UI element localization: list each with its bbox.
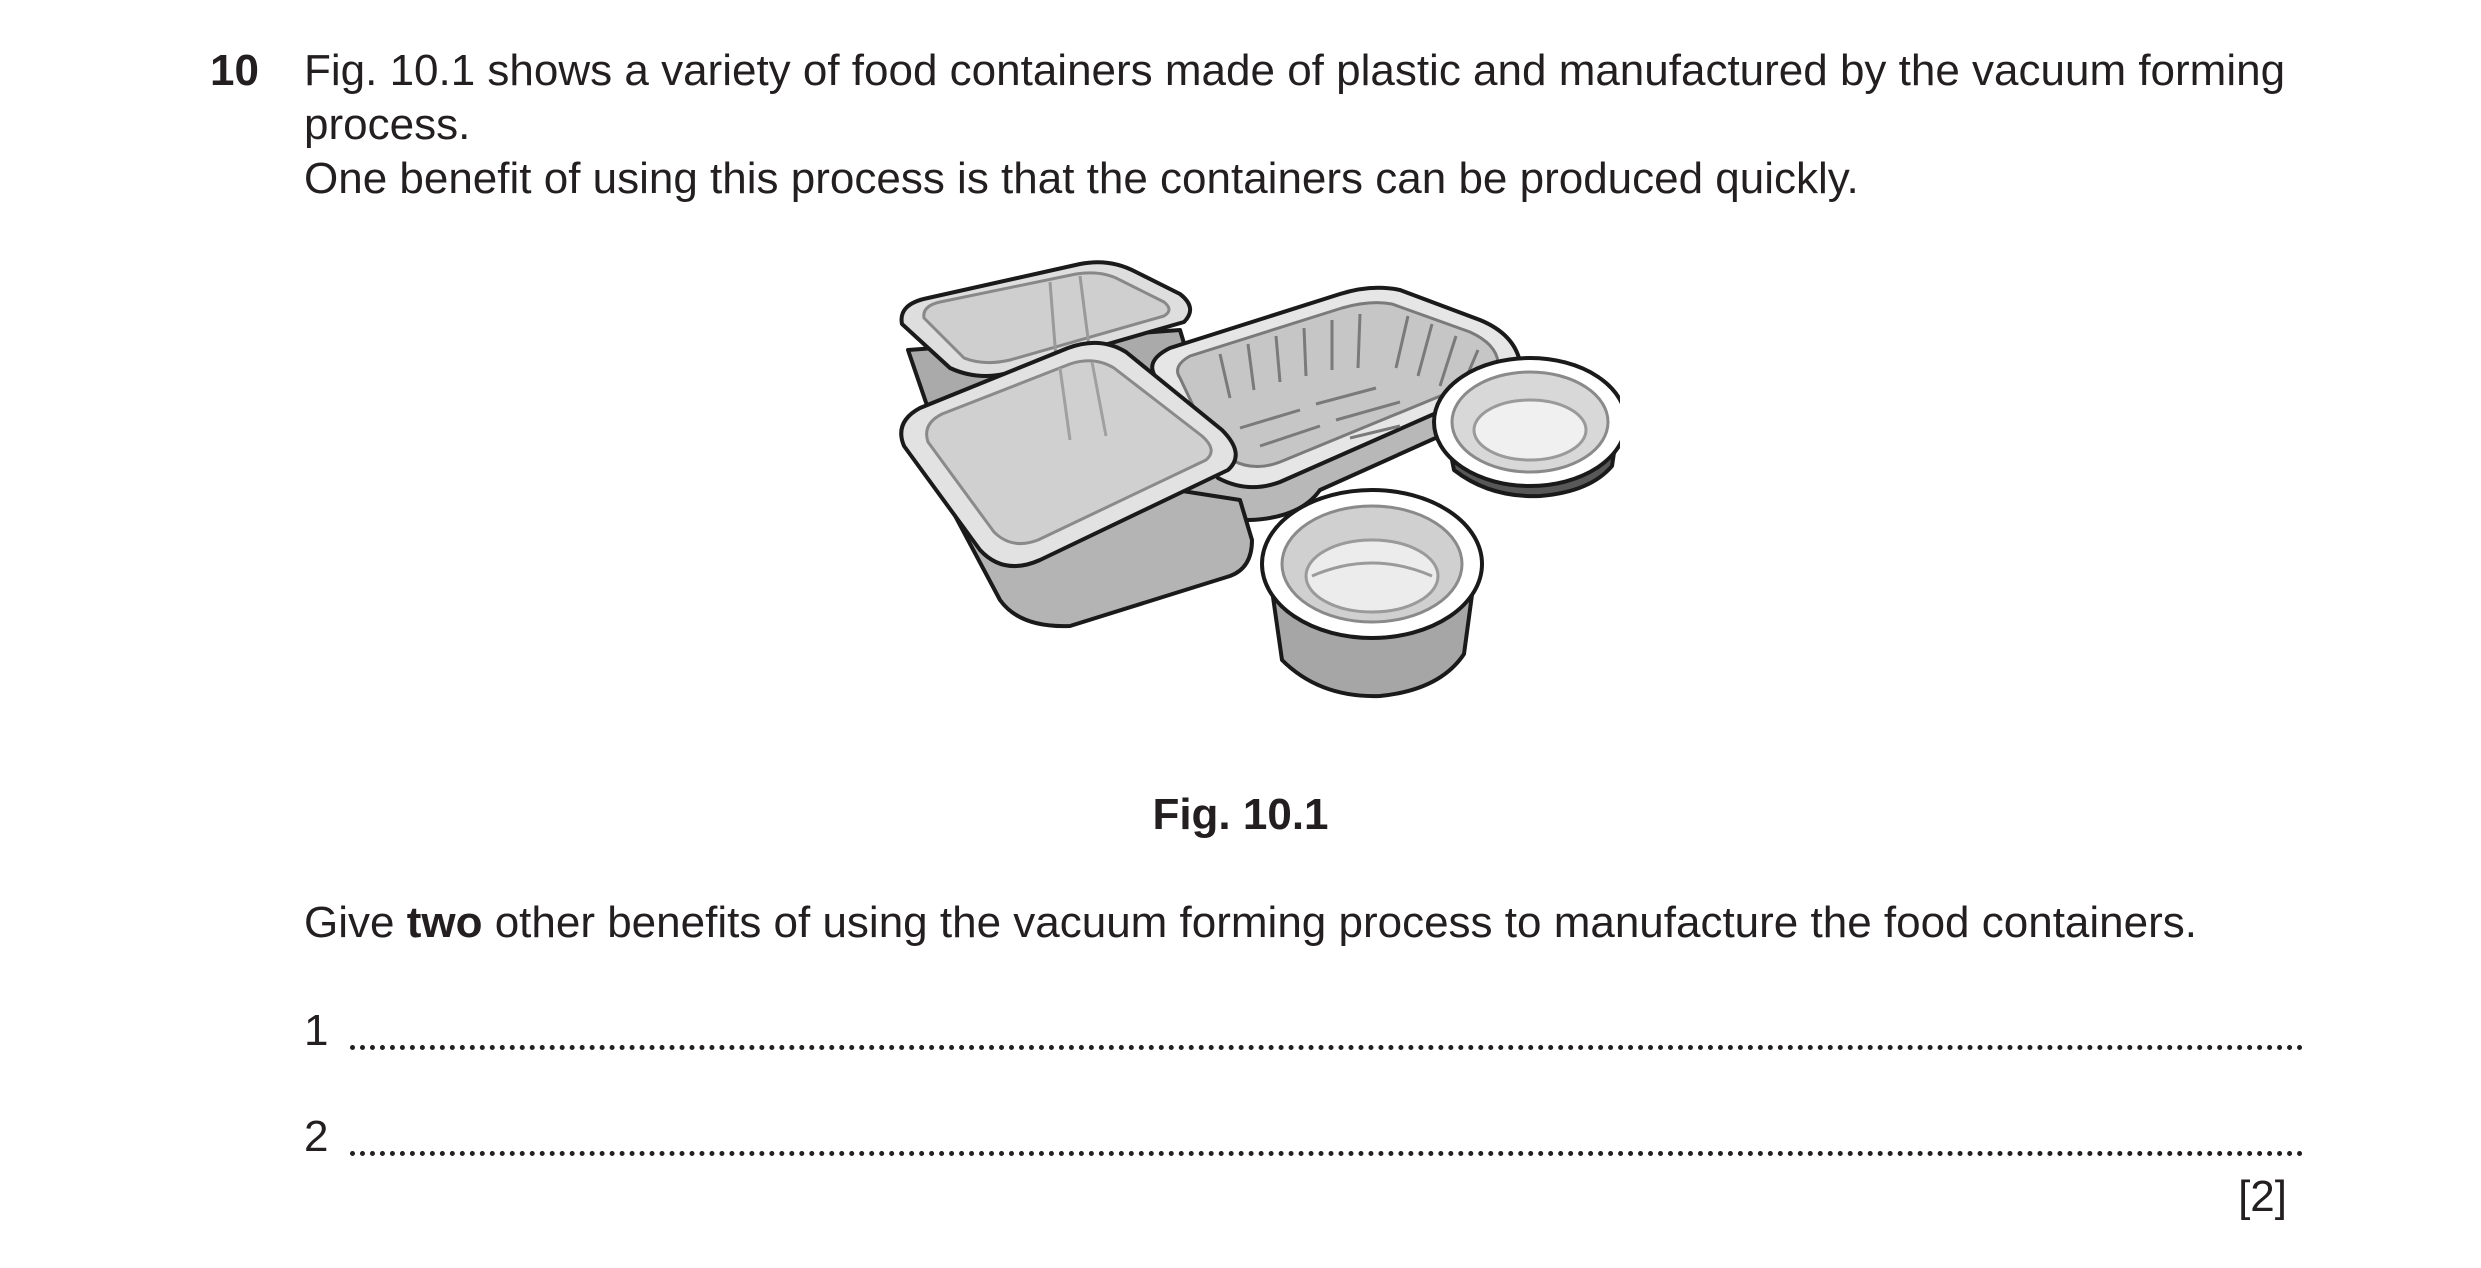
figure-caption: Fig. 10.1 <box>1152 790 1329 839</box>
question-intro: Fig. 10.1 shows a variety of food contai… <box>304 44 2364 206</box>
marks-allocation: [2] <box>2238 1172 2287 1221</box>
question-prompt: Give two other benefits of using the vac… <box>304 896 2197 950</box>
prompt-emphasis: two <box>406 898 483 947</box>
answer-dotted-line-1[interactable] <box>350 1045 2304 1050</box>
food-containers-figure <box>880 250 1628 740</box>
prompt-text-end: other benefits of using the vacuum formi… <box>482 898 2197 947</box>
intro-benefit-text: One benefit of using this process is tha… <box>304 154 1859 203</box>
food-containers-illustration <box>899 260 1628 699</box>
answer-line-1[interactable]: 1 <box>304 1004 2304 1058</box>
prompt-text-start: Give <box>304 898 407 947</box>
question-number: 10 <box>210 46 259 95</box>
answer-dotted-line-2[interactable] <box>350 1151 2304 1156</box>
answer-label-2: 2 <box>304 1112 329 1161</box>
answer-label-1: 1 <box>304 1006 329 1055</box>
intro-text: Fig. 10.1 shows a variety of food contai… <box>304 46 2286 149</box>
answer-line-2[interactable]: 2 <box>304 1110 2304 1164</box>
